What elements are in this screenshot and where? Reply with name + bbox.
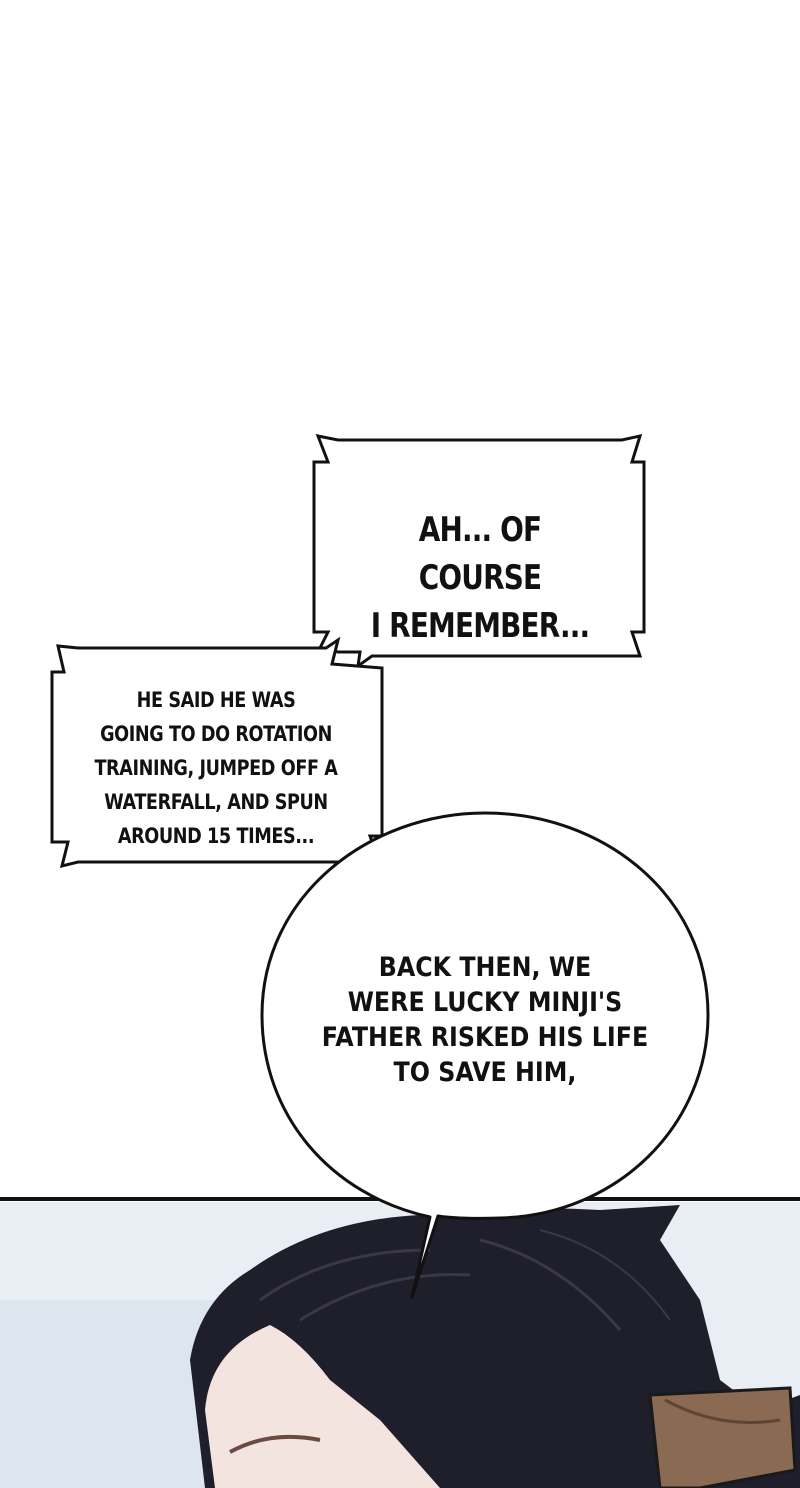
character-face [205, 1325, 440, 1488]
hair-ornament [648, 1386, 797, 1488]
caption-line: AROUND 15 TIMES... [117, 824, 315, 848]
speech-bubble-shape [260, 811, 710, 1299]
caption-line: I REMEMBER... [370, 606, 590, 646]
speech-bubble-text: BACK THEN, WE WERE LUCKY MINJI'S FATHER … [318, 950, 652, 1090]
caption-box-1-text: AH... OF COURSE I REMEMBER... [357, 506, 603, 650]
hair-strand [299, 1273, 471, 1322]
character-eye [229, 1434, 321, 1454]
hair-strand [539, 1229, 671, 1321]
caption-line: WATERFALL, AND SPUN [104, 790, 328, 814]
bubble-line: FATHER RISKED HIS LIFE [321, 1022, 649, 1053]
caption-box-2-text: HE SAID HE WAS GOING TO DO ROTATION TRAI… [90, 683, 342, 853]
caption-line: GOING TO DO ROTATION [100, 722, 332, 746]
caption-line: TRAINING, JUMPED OFF A [94, 756, 338, 780]
caption-line: AH... OF COURSE [418, 510, 542, 598]
ornament-stripe [664, 1398, 781, 1424]
bubble-line: WERE LUCKY MINJI'S [347, 987, 623, 1018]
hair-strand [259, 1248, 431, 1302]
hair-strand [479, 1238, 622, 1331]
bubble-line: BACK THEN, WE [378, 952, 592, 983]
caption-line: HE SAID HE WAS [136, 688, 296, 712]
caption-box-1-shape [312, 433, 646, 670]
bubble-line: TO SAVE HIM, [393, 1057, 577, 1088]
